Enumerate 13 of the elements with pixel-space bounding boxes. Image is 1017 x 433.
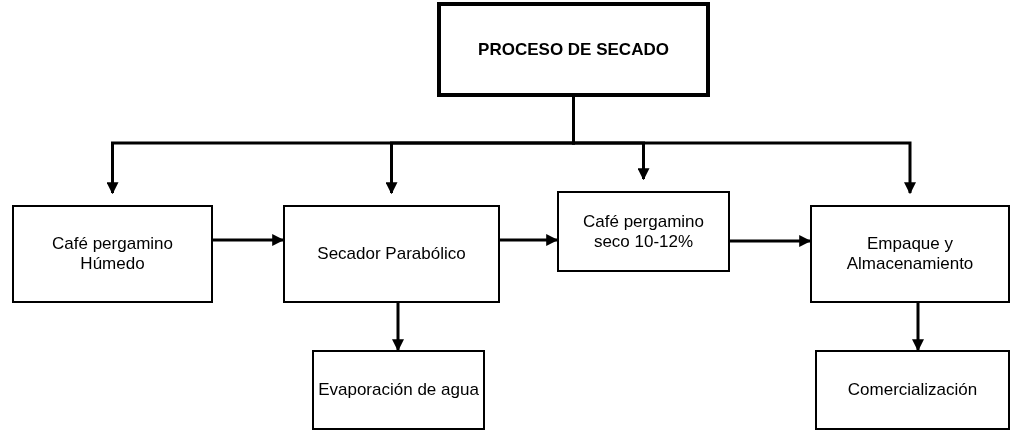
arrow: [213, 234, 285, 246]
process-box: Café pergamino Húmedo: [12, 205, 213, 303]
process-box: Empaque y Almacenamiento: [810, 205, 1010, 303]
arrow: [730, 235, 812, 247]
process-box: Secador Parabólico: [283, 205, 500, 303]
arrow: [912, 303, 924, 352]
process-box: Comercialización: [815, 350, 1010, 430]
title-box: PROCESO DE SECADO: [437, 2, 710, 97]
arrow: [572, 97, 916, 195]
arrow: [500, 234, 559, 246]
arrow: [392, 303, 404, 352]
process-box: Café pergamino seco 10-12%: [557, 191, 730, 272]
process-box: Evaporación de agua: [312, 350, 485, 430]
